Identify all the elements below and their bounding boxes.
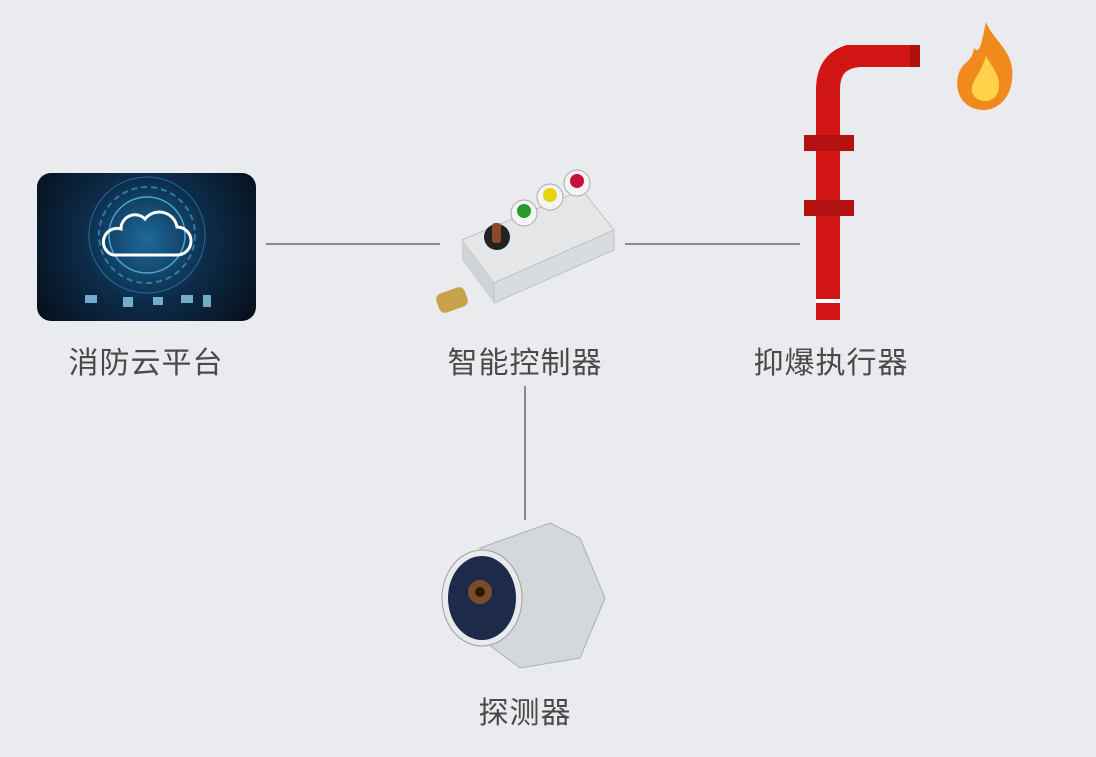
actuator-image	[800, 43, 925, 325]
cloud-platform-image	[37, 173, 256, 321]
connector-controller-detector	[524, 386, 526, 520]
controller-image	[432, 165, 622, 315]
flame-icon	[950, 20, 1022, 112]
connector-controller-actuator	[625, 243, 800, 245]
connector-cloud-controller	[266, 243, 440, 245]
controller-label: 智能控制器	[447, 346, 603, 381]
detector-image	[440, 518, 608, 670]
cloud-platform-label: 消防云平台	[68, 346, 224, 381]
cloud-icon	[101, 210, 193, 257]
detector-label: 探测器	[478, 696, 572, 731]
actuator-label: 抑爆执行器	[753, 346, 909, 381]
